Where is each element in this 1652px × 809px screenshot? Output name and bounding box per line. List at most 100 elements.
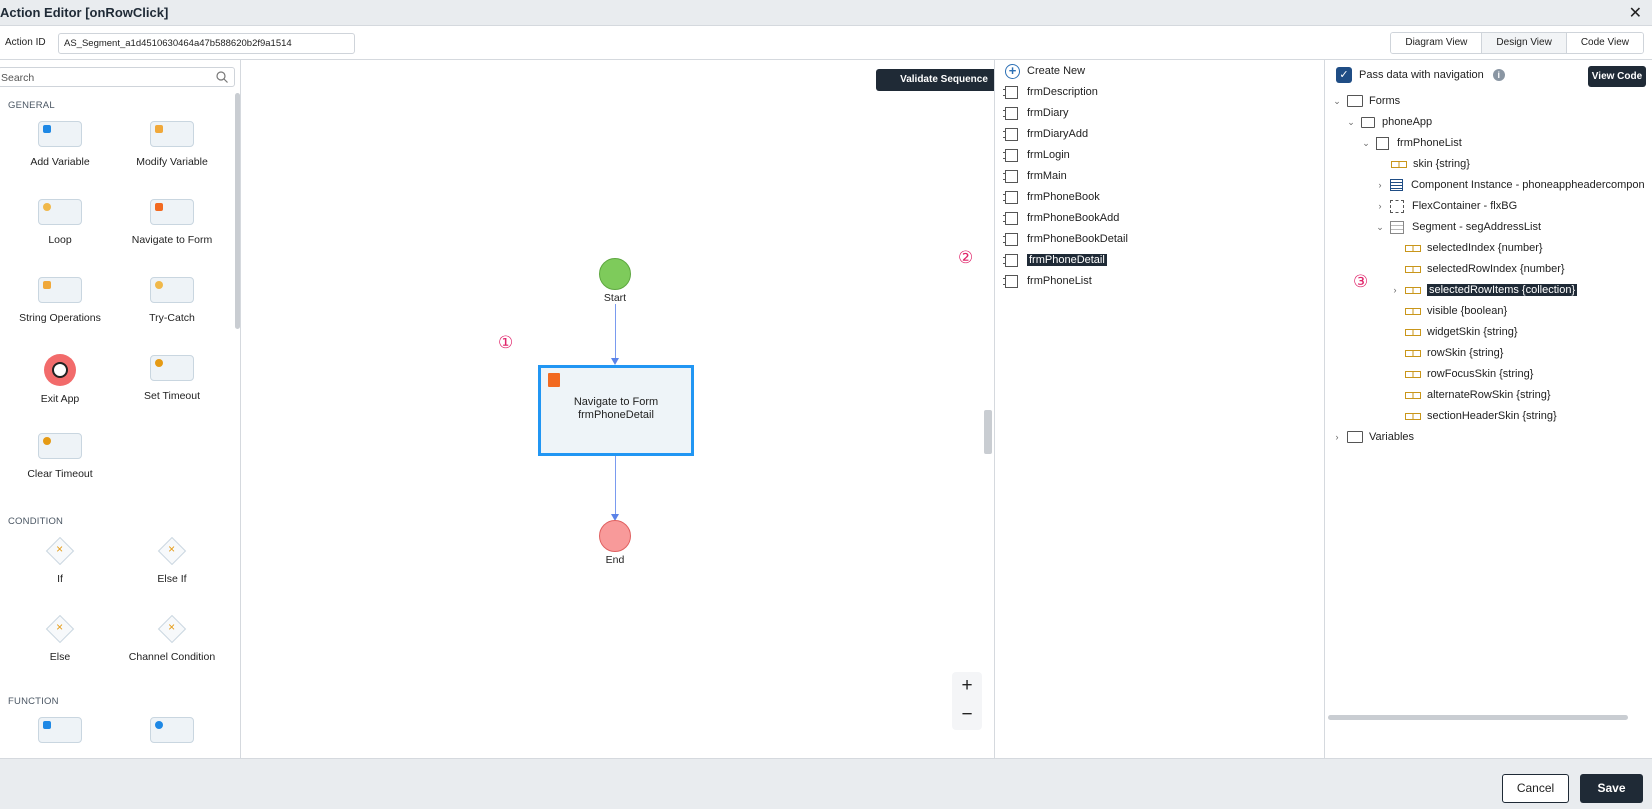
tree-prop[interactable]: alternateRowSkin {string} <box>1405 387 1551 403</box>
start-node[interactable] <box>599 258 631 290</box>
tree-node-form[interactable]: ⌄frmPhoneList <box>1361 135 1462 151</box>
property-icon <box>1405 370 1421 378</box>
create-new-label: Create New <box>1027 65 1086 77</box>
tree-prop[interactable]: widgetSkin {string} <box>1405 324 1518 340</box>
form-icon <box>1003 85 1018 99</box>
chevron-right-icon[interactable]: › <box>1393 285 1397 295</box>
tab-design-view[interactable]: Design View <box>1481 33 1566 53</box>
tree-node-component[interactable]: ›Component Instance - phoneappheadercomp… <box>1375 177 1645 193</box>
validate-sequence-button[interactable]: Validate Sequence <box>876 69 1012 91</box>
tool-channel-condition[interactable]: × Channel Condition <box>117 614 227 663</box>
chevron-down-icon[interactable]: ⌄ <box>1347 116 1355 127</box>
tool-try-catch[interactable]: Try-Catch <box>117 277 227 324</box>
tree-scrollbar[interactable] <box>1328 715 1628 720</box>
loop-icon <box>38 199 82 225</box>
cancel-button[interactable]: Cancel <box>1502 774 1569 803</box>
zoom-in-button[interactable]: + <box>961 675 973 696</box>
chevron-right-icon[interactable]: › <box>1378 180 1382 190</box>
marker-two: ② <box>958 248 974 267</box>
form-item[interactable]: frmDescription <box>1003 84 1098 100</box>
diagram-canvas[interactable]: Validate Sequence Start ① Navigate to Fo… <box>241 60 1012 758</box>
tab-code-view[interactable]: Code View <box>1565 33 1643 53</box>
tree-node-flex[interactable]: ›FlexContainer - flxBG <box>1375 198 1517 214</box>
zoom-out-button[interactable]: − <box>961 704 973 725</box>
palette-scrollbar[interactable] <box>235 93 240 329</box>
node-target: frmPhoneDetail <box>578 409 654 421</box>
tool-modify-variable[interactable]: Modify Variable <box>117 121 227 168</box>
tool-navigate-to-form[interactable]: Navigate to Form <box>117 199 227 246</box>
chevron-down-icon[interactable]: ⌄ <box>1333 95 1341 106</box>
form-item[interactable]: frmPhoneBook <box>1003 189 1100 205</box>
set-timeout-icon <box>150 355 194 381</box>
tree-node-segment[interactable]: ⌄Segment - segAddressList <box>1375 219 1541 235</box>
form-icon <box>1003 148 1018 162</box>
tree-label: skin {string} <box>1413 158 1470 170</box>
action-id-input[interactable]: AS_Segment_a1d4510630464a47b588620b2f9a1… <box>58 33 355 54</box>
end-node[interactable] <box>599 520 631 552</box>
tool-function-2[interactable] <box>117 717 227 743</box>
tool-if[interactable]: × If <box>5 536 115 585</box>
form-item-selected[interactable]: frmPhoneDetail <box>1003 252 1107 268</box>
folder-icon <box>1361 116 1375 128</box>
tree-label: widgetSkin {string} <box>1427 326 1518 338</box>
form-item[interactable]: frmMain <box>1003 168 1067 184</box>
pass-data-checkbox[interactable]: ✓ <box>1336 67 1352 83</box>
chevron-right-icon[interactable]: › <box>1335 432 1339 442</box>
tool-label: Navigate to Form <box>131 234 213 246</box>
tool-loop[interactable]: Loop <box>5 199 115 246</box>
tool-exit-app[interactable]: Exit App <box>5 354 115 405</box>
tool-label: Clear Timeout <box>27 468 93 480</box>
tool-else[interactable]: × Else <box>5 614 115 663</box>
tree-node-skin[interactable]: skin {string} <box>1391 156 1470 172</box>
chevron-down-icon[interactable]: ⌄ <box>1376 221 1384 232</box>
save-button[interactable]: Save <box>1580 774 1643 803</box>
tree-prop[interactable]: sectionHeaderSkin {string} <box>1405 408 1557 424</box>
panel-splitter[interactable] <box>984 410 992 454</box>
form-item[interactable]: frmDiary <box>1003 105 1069 121</box>
chevron-down-icon[interactable]: ⌄ <box>1362 137 1370 148</box>
tree-prop[interactable]: rowFocusSkin {string} <box>1405 366 1533 382</box>
close-icon[interactable]: ✕ <box>1628 5 1642 22</box>
connector-line <box>615 304 616 358</box>
tree-prop[interactable]: selectedRowIndex {number} <box>1405 261 1565 277</box>
action-id-label: Action ID <box>5 37 46 48</box>
create-new-button[interactable]: + Create New <box>1005 63 1085 79</box>
section-function: FUNCTION <box>8 696 59 707</box>
footer-bar: Cancel Save <box>0 758 1652 809</box>
form-item[interactable]: frmPhoneBookDetail <box>1003 231 1128 247</box>
property-icon <box>1405 328 1421 336</box>
tree-prop[interactable]: selectedIndex {number} <box>1405 240 1543 256</box>
info-icon[interactable]: i <box>1492 69 1505 81</box>
tool-function-1[interactable] <box>5 717 115 743</box>
search-input[interactable]: Search <box>0 67 235 87</box>
tool-label: Else <box>49 651 71 663</box>
end-label: End <box>605 554 625 566</box>
view-code-button[interactable]: View Code <box>1588 66 1646 87</box>
pass-data-option[interactable]: ✓ Pass data with navigation i <box>1336 67 1505 83</box>
tree-node-variables[interactable]: ›Variables <box>1332 429 1414 445</box>
tool-add-variable[interactable]: Add Variable <box>5 121 115 168</box>
form-item[interactable]: frmPhoneList <box>1003 273 1092 289</box>
form-item[interactable]: frmLogin <box>1003 147 1070 163</box>
section-condition: CONDITION <box>8 516 64 527</box>
tree-prop-selected[interactable]: ›selectedRowItems {collection} <box>1390 282 1578 298</box>
tool-label: Add Variable <box>30 156 90 168</box>
property-icon <box>1391 160 1407 168</box>
tab-diagram-view[interactable]: Diagram View <box>1391 33 1482 53</box>
if-icon: × <box>45 536 75 566</box>
tool-else-if[interactable]: × Else If <box>117 536 227 585</box>
tree-prop[interactable]: visible {boolean} <box>1405 303 1507 319</box>
tool-set-timeout[interactable]: Set Timeout <box>117 355 227 402</box>
tree-node-app[interactable]: ⌄phoneApp <box>1346 114 1432 130</box>
tree-prop[interactable]: rowSkin {string} <box>1405 345 1503 361</box>
tree-node-forms[interactable]: ⌄Forms <box>1332 93 1400 109</box>
tree-label: rowSkin {string} <box>1427 347 1504 359</box>
form-item[interactable]: frmDiaryAdd <box>1003 126 1088 142</box>
chevron-right-icon[interactable]: › <box>1378 201 1382 211</box>
form-icon <box>1003 211 1018 225</box>
form-item[interactable]: frmPhoneBookAdd <box>1003 210 1119 226</box>
arrow-head <box>611 514 619 521</box>
tool-string-operations[interactable]: String Operations <box>5 277 115 324</box>
tool-clear-timeout[interactable]: Clear Timeout <box>5 433 115 480</box>
navigate-to-form-node[interactable]: Navigate to Form frmPhoneDetail <box>538 365 694 456</box>
